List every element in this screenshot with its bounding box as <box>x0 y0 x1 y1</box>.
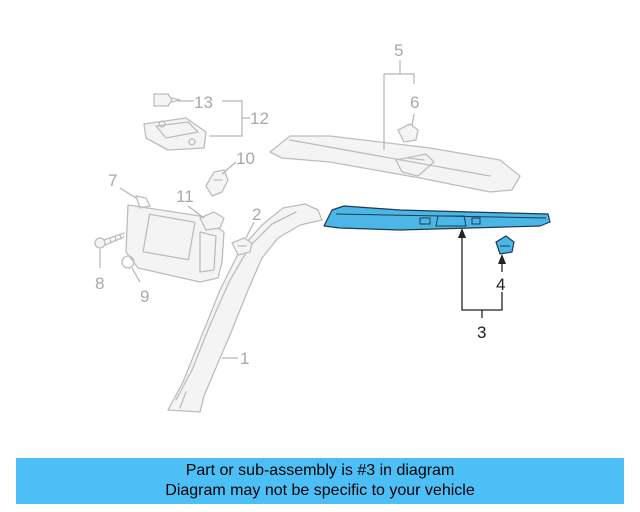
caption-banner: Part or sub-assembly is #3 in diagram Di… <box>16 458 624 504</box>
leader-10 <box>221 161 237 175</box>
part-3-highlighted-trim <box>323 205 551 231</box>
callout-5: 5 <box>394 41 403 60</box>
leader-2 <box>245 221 255 239</box>
callout-10: 10 <box>236 149 255 168</box>
part-hook <box>205 169 229 197</box>
callout-3: 3 <box>477 323 486 342</box>
caption-line-1: Part or sub-assembly is #3 in diagram <box>185 462 455 479</box>
arrow-3 <box>458 228 466 238</box>
part-clip-2 <box>231 237 253 256</box>
part-sun-visor <box>125 195 225 283</box>
part-pillar-trim <box>167 203 323 413</box>
callout-8: 8 <box>95 274 104 293</box>
callout-9: 9 <box>140 287 149 306</box>
part-clip-6 <box>397 123 419 143</box>
arrow-4 <box>498 254 506 264</box>
caption-line-2: Diagram may not be specific to your vehi… <box>165 482 475 499</box>
leader-5b <box>384 73 415 84</box>
part-headliner-trim <box>269 135 521 193</box>
part-3-body <box>323 205 551 231</box>
callout-13: 13 <box>194 93 213 112</box>
callout-1: 1 <box>240 349 249 368</box>
leader-9 <box>131 267 141 283</box>
leader-6 <box>411 113 415 127</box>
part-bulb <box>153 93 181 107</box>
leader-11 <box>187 205 205 219</box>
callout-4: 4 <box>496 275 505 294</box>
callout-6: 6 <box>410 93 419 112</box>
part-4-clip <box>495 235 515 255</box>
callout-2: 2 <box>252 205 261 224</box>
part-lamp-housing <box>143 117 207 151</box>
part-ring <box>121 255 135 269</box>
callout-12: 12 <box>250 109 269 128</box>
leader-12 <box>210 100 243 137</box>
leader-7 <box>119 187 137 199</box>
parts-diagram: 1 2 7 8 9 11 10 13 <box>94 41 551 413</box>
callout-7: 7 <box>108 171 117 190</box>
part-screw <box>94 232 125 249</box>
callout-11: 11 <box>176 187 194 206</box>
part-clip-11 <box>199 211 225 231</box>
